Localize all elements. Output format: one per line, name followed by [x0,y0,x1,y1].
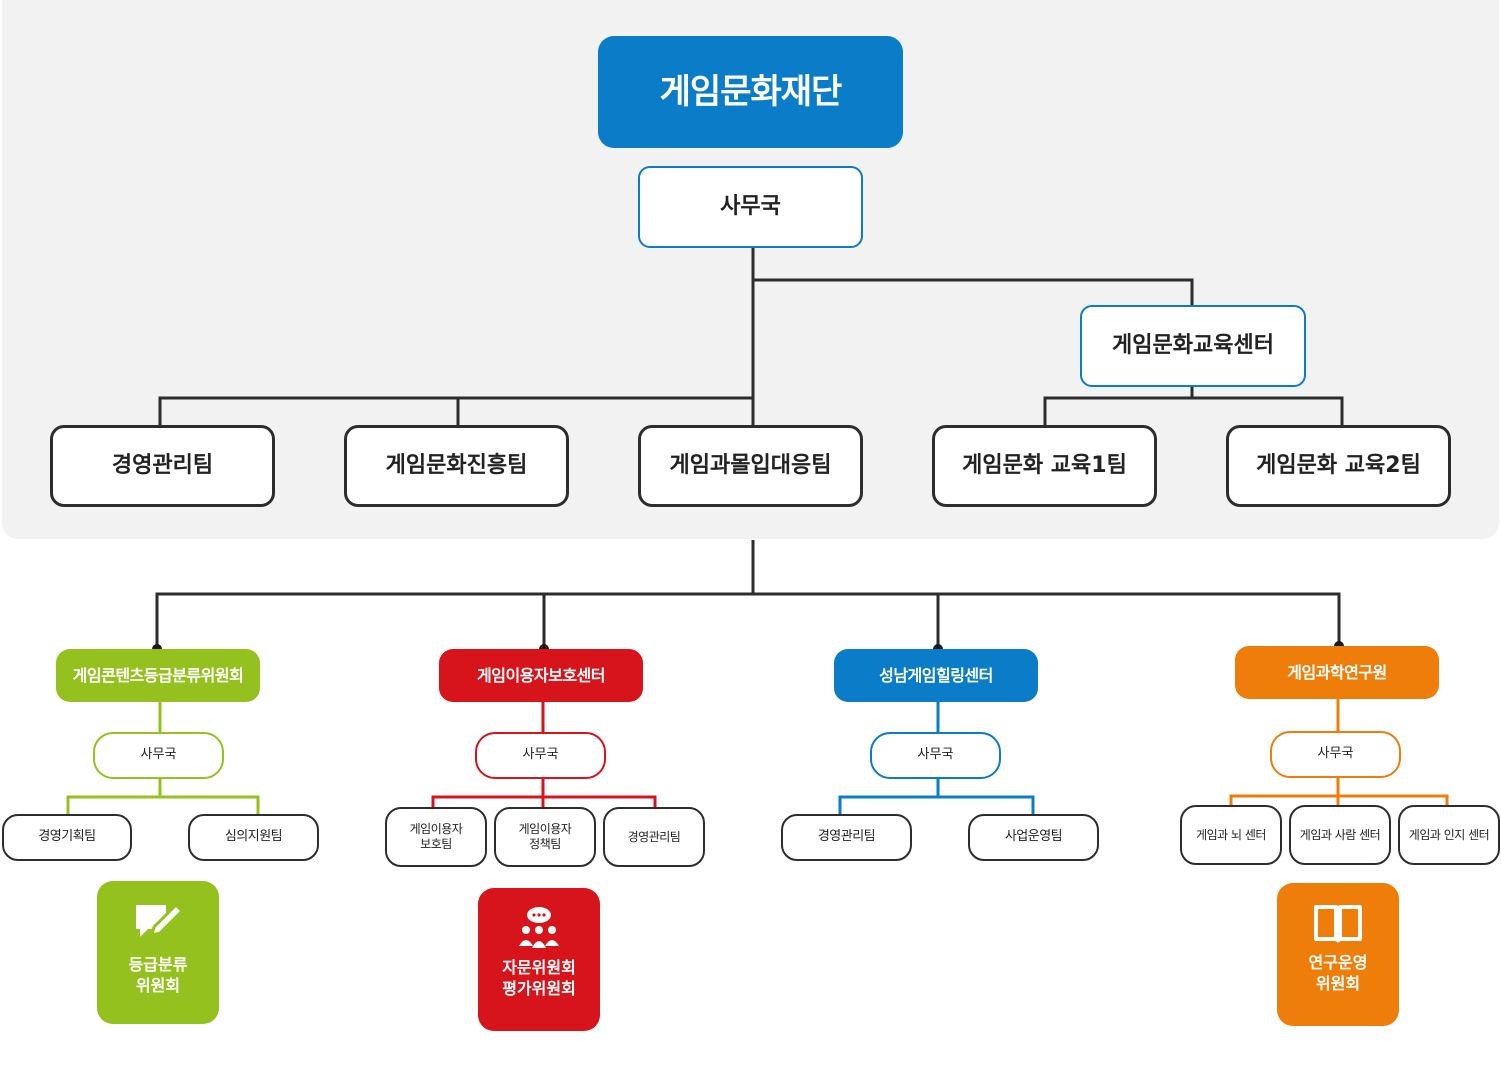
team-node: 게임문화 교육2팀 [1226,425,1451,507]
branch-healing-center: 성남게임힐링센터 [834,649,1038,702]
branch-office-node: 사무국 [1270,731,1401,778]
badge-label: 등급분류 위원회 [128,955,188,995]
branch-team-node: 심의지원팀 [188,814,319,861]
branch-team-node: 게임과 사람 센터 [1289,805,1391,865]
badge-label: 연구운영 위원회 [1308,953,1368,993]
badge-label: 자문위원회 평가위원회 [502,958,576,998]
team-node: 게임문화진흥팀 [344,425,569,507]
branch-rating-committee: 게임콘텐츠등급분류위원회 [56,649,260,702]
branch-team-node: 경영관리팀 [781,814,912,861]
education-center-node: 게임문화교육센터 [1080,305,1306,387]
branch-office-node: 사무국 [475,732,606,779]
research-committee-badge: 연구운영 위원회 [1277,883,1399,1026]
branch-office-node: 사무국 [93,732,224,779]
branch-science-institute: 게임과학연구원 [1235,646,1439,699]
branch-team-node: 경영기획팀 [2,814,132,861]
team-node: 경영관리팀 [50,425,275,507]
rating-committee-badge: 등급분류 위원회 [97,881,219,1024]
secretariat-node: 사무국 [638,166,863,248]
foundation-title: 게임문화재단 [598,36,903,148]
branch-team-node: 경영관리팀 [603,807,705,867]
advisory-committee-badge: 자문위원회 평가위원회 [478,888,600,1031]
branch-team-node: 게임과 인지 센터 [1398,805,1500,865]
branch-team-node: 게임이용자 정책팀 [494,807,596,867]
people-chat-icon [519,907,559,948]
branch-user-protection-center: 게임이용자보호센터 [439,649,643,702]
team-node: 게임문화 교육1팀 [932,425,1157,507]
pencil-chat-icon [136,902,184,938]
book-icon [1314,905,1362,943]
branch-office-node: 사무국 [870,732,1001,779]
branch-team-node: 게임과 뇌 센터 [1180,805,1282,865]
branch-team-node: 사업운영팀 [968,814,1099,861]
branch-team-node: 게임이용자 보호팀 [385,807,487,867]
team-node: 게임과몰입대응팀 [638,425,863,507]
